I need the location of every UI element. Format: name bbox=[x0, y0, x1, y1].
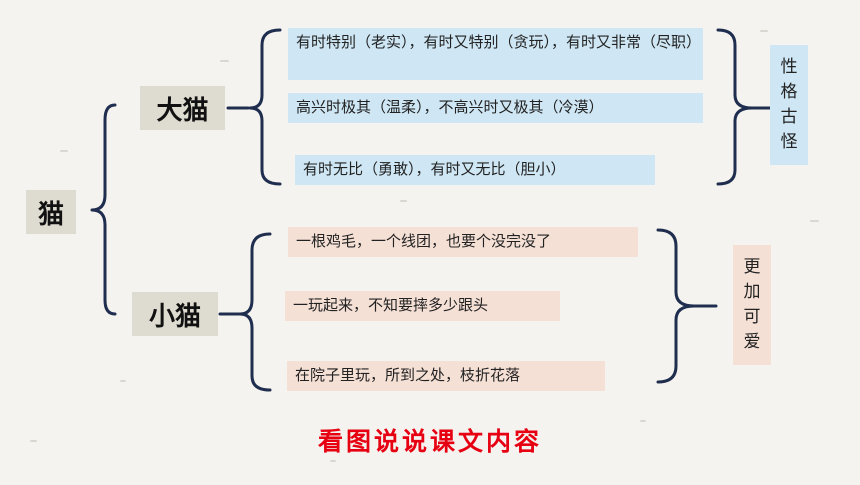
big-cat-summary-char: 古 bbox=[780, 107, 798, 127]
small-cat-right-brace bbox=[656, 228, 696, 384]
small-cat-left-brace bbox=[238, 232, 272, 392]
small-cat-summary-char: 加 bbox=[743, 282, 761, 302]
small-cat-item-3: 在院子里玩，所到之处，枝折花落 bbox=[287, 361, 605, 391]
branch-label-small-cat: 小猫 bbox=[132, 292, 218, 336]
big-cat-summary-char: 怪 bbox=[780, 132, 798, 152]
big-cat-item-2: 高兴时极其（温柔），不高兴时又极其（冷漠） bbox=[288, 93, 703, 123]
big-cat-item-3: 有时无比（勇敢），有时又无比（胆小） bbox=[295, 155, 655, 185]
small-cat-item-1: 一根鸡毛，一个线团，也要个没完没了 bbox=[288, 227, 638, 257]
big-cat-left-brace bbox=[248, 28, 282, 186]
big-cat-right-brace bbox=[716, 28, 754, 186]
big-cat-summary-char: 性 bbox=[780, 57, 798, 77]
big-cat-summary-char: 格 bbox=[780, 82, 798, 102]
branch-label-big-cat: 大猫 bbox=[140, 86, 225, 130]
small-cat-summary-char: 可 bbox=[743, 307, 761, 327]
root-label: 猫 bbox=[26, 190, 76, 234]
small-cat-summary-char: 更 bbox=[743, 257, 761, 277]
big-cat-summary: 性 格 古 怪 bbox=[770, 45, 808, 165]
small-cat-summary: 更 加 可 爱 bbox=[733, 245, 771, 365]
small-cat-item-2: 一玩起来，不知要摔多少跟头 bbox=[285, 291, 560, 321]
root-brace bbox=[90, 103, 117, 316]
footer-title: 看图说说课文内容 bbox=[317, 427, 542, 456]
big-cat-item-1: 有时特别（老实），有时又特别（贪玩），有时又非常（尽职） bbox=[288, 28, 703, 80]
small-cat-summary-char: 爱 bbox=[743, 332, 761, 352]
